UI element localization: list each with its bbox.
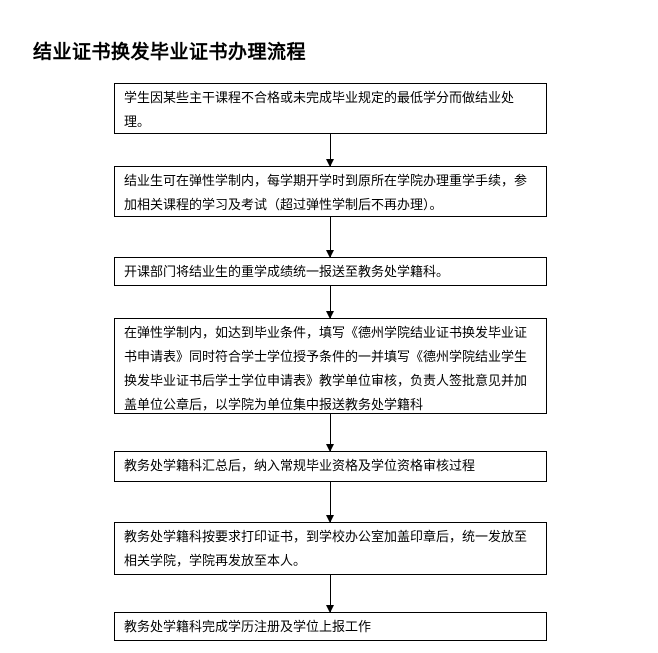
flow-step-1: 学生因某些主干课程不合格或未完成毕业规定的最低学分而做结业处理。 (114, 83, 547, 134)
flow-arrow-5 (326, 482, 334, 523)
page-title: 结业证书换发毕业证书办理流程 (33, 41, 307, 63)
flow-arrow-1 (326, 134, 334, 167)
flow-step-6: 教务处学籍科按要求打印证书，到学校办公室加盖印章后，统一发放至相关学院，学院再发… (114, 522, 547, 575)
flow-step-3: 开课部门将结业生的重学成绩统一报送至教务处学籍科。 (114, 257, 547, 286)
flow-arrow-4 (326, 414, 334, 452)
flow-arrow-3 (326, 286, 334, 319)
flow-arrow-2 (326, 217, 334, 258)
flow-arrow-6 (326, 575, 334, 613)
flow-step-7: 教务处学籍科完成学历注册及学位上报工作 (114, 612, 547, 641)
flow-step-4: 在弹性学制内，如达到毕业条件，填写《德州学院结业证书换发毕业证书申请表》同时符合… (114, 318, 547, 414)
flow-step-5: 教务处学籍科汇总后，纳入常规毕业资格及学位资格审核过程 (114, 451, 547, 482)
flow-step-2: 结业生可在弹性学制内，每学期开学时到原所在学院办理重学手续，参加相关课程的学习及… (114, 166, 547, 217)
